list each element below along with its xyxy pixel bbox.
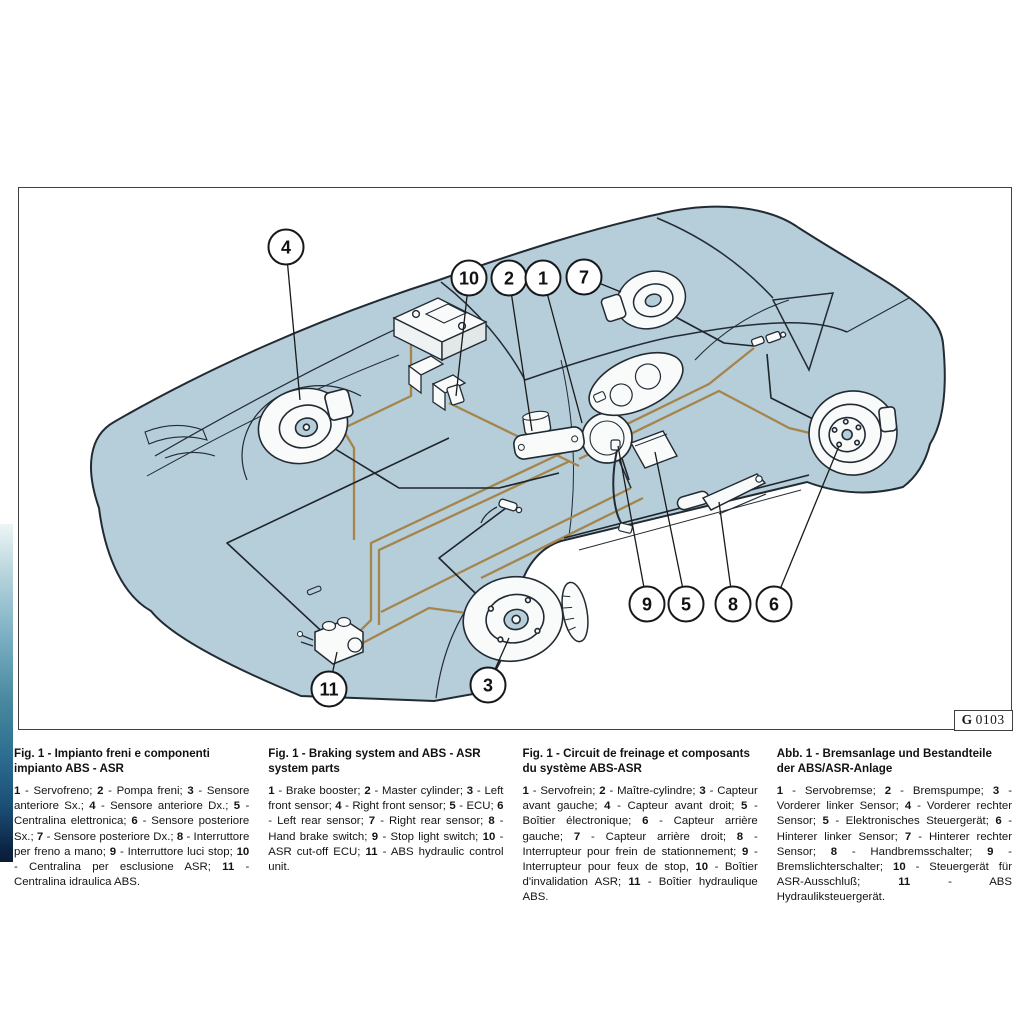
callout-5: 5 [667, 585, 705, 623]
abs-ecu [629, 430, 679, 469]
leader-lines [285, 246, 840, 690]
callout-8: 8 [714, 585, 752, 623]
handbrake-lever [676, 473, 767, 515]
callout-4: 4 [267, 228, 305, 266]
front-sensor [480, 498, 523, 524]
callout-7: 7 [565, 258, 603, 296]
front-right-brake-disc [600, 270, 687, 330]
caption-german: Abb. 1 - Bremsanlage und Bestandteile de… [777, 746, 1012, 905]
abs-hydraulic-unit [297, 616, 364, 665]
page-edge-gradient-bar [0, 524, 13, 862]
caption-body-german: 1 - Servobremse; 2 - Bremspumpe; 3 - Vor… [776, 785, 1013, 904]
caption-title-german: Abb. 1 - Bremsanlage und Bestandteile de… [776, 747, 992, 776]
caption-title-italian: Fig. 1 - Impianto freni e componenti imp… [14, 747, 210, 776]
body-lines [144, 217, 910, 699]
callout-10: 10 [450, 259, 488, 297]
callout-1: 1 [524, 259, 562, 297]
caption-body-french: 1 - Servofrein; 2 - Maître-cylindre; 3 -… [522, 785, 758, 904]
caption-title-french: Fig. 1 - Circuit de freinage et composan… [522, 747, 750, 776]
callout-6: 6 [755, 585, 793, 623]
caption-italian: Fig. 1 - Impianto freni e componenti imp… [14, 746, 249, 905]
callout-9: 9 [628, 585, 666, 623]
front-left-brake-disc [257, 387, 354, 465]
caption-title-english: Fig. 1 - Braking system and ABS - ASR sy… [268, 747, 481, 776]
front-bottom-brake-disc [462, 575, 589, 663]
caption-row: Fig. 1 - Impianto freni e componenti imp… [14, 746, 1012, 905]
caption-body-english: 1 - Brake booster; 2 - Master cylinder; … [268, 785, 504, 873]
pedal-assembly [610, 439, 633, 534]
wire-connector [750, 330, 787, 347]
caption-french: Fig. 1 - Circuit de freinage et composan… [523, 746, 758, 905]
caption-english: Fig. 1 - Braking system and ABS - ASR sy… [268, 746, 503, 905]
car-diagram [90, 205, 946, 703]
callout-3: 3 [469, 666, 507, 704]
figure-code-number: 0103 [975, 711, 1005, 727]
dashboard-cluster [588, 351, 684, 417]
caption-body-italian: 1 - Servofreno; 2 - Pompa freni; 3 - Sen… [14, 785, 250, 889]
rear-wheel-brake-disc [808, 390, 898, 476]
callout-2: 2 [490, 259, 528, 297]
figure-code-prefix: G [961, 711, 973, 727]
callout-11: 11 [310, 670, 348, 708]
